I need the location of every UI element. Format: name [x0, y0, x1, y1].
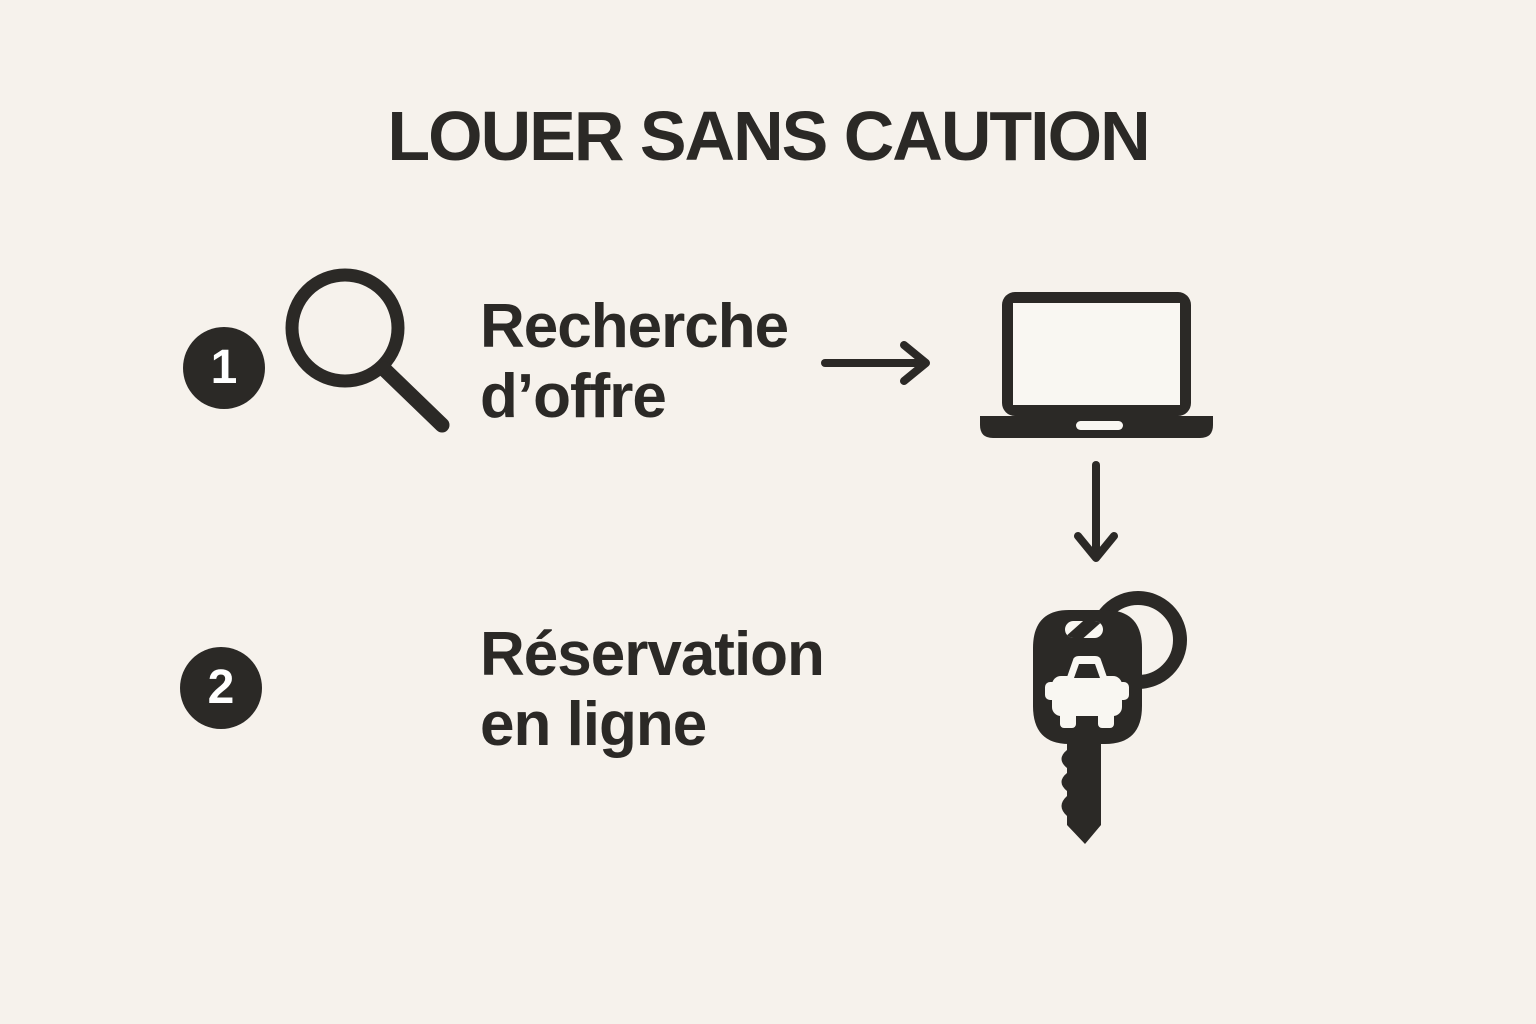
step-2-label: Réservation en ligne [480, 620, 825, 760]
step-1-label-line1: Recherche [480, 292, 789, 361]
step-1-label: Recherche d’offre [480, 292, 789, 432]
arrow-down-icon [1074, 460, 1118, 569]
step-1-badge: 1 [183, 327, 265, 409]
car-key-icon [1030, 588, 1190, 855]
page-title: LOUER SANS CAUTION [387, 97, 1150, 175]
step-2-label-line1: Réservation [480, 620, 825, 689]
step-2-label-line2: en ligne [480, 690, 707, 759]
step-1-label-line2: d’offre [480, 362, 667, 431]
laptop-icon [980, 290, 1213, 443]
magnifier-icon [280, 264, 455, 444]
step-1-number: 1 [210, 341, 238, 394]
step-2-badge: 2 [180, 647, 262, 729]
arrow-right-icon [820, 341, 935, 390]
step-2-number: 2 [207, 661, 235, 714]
